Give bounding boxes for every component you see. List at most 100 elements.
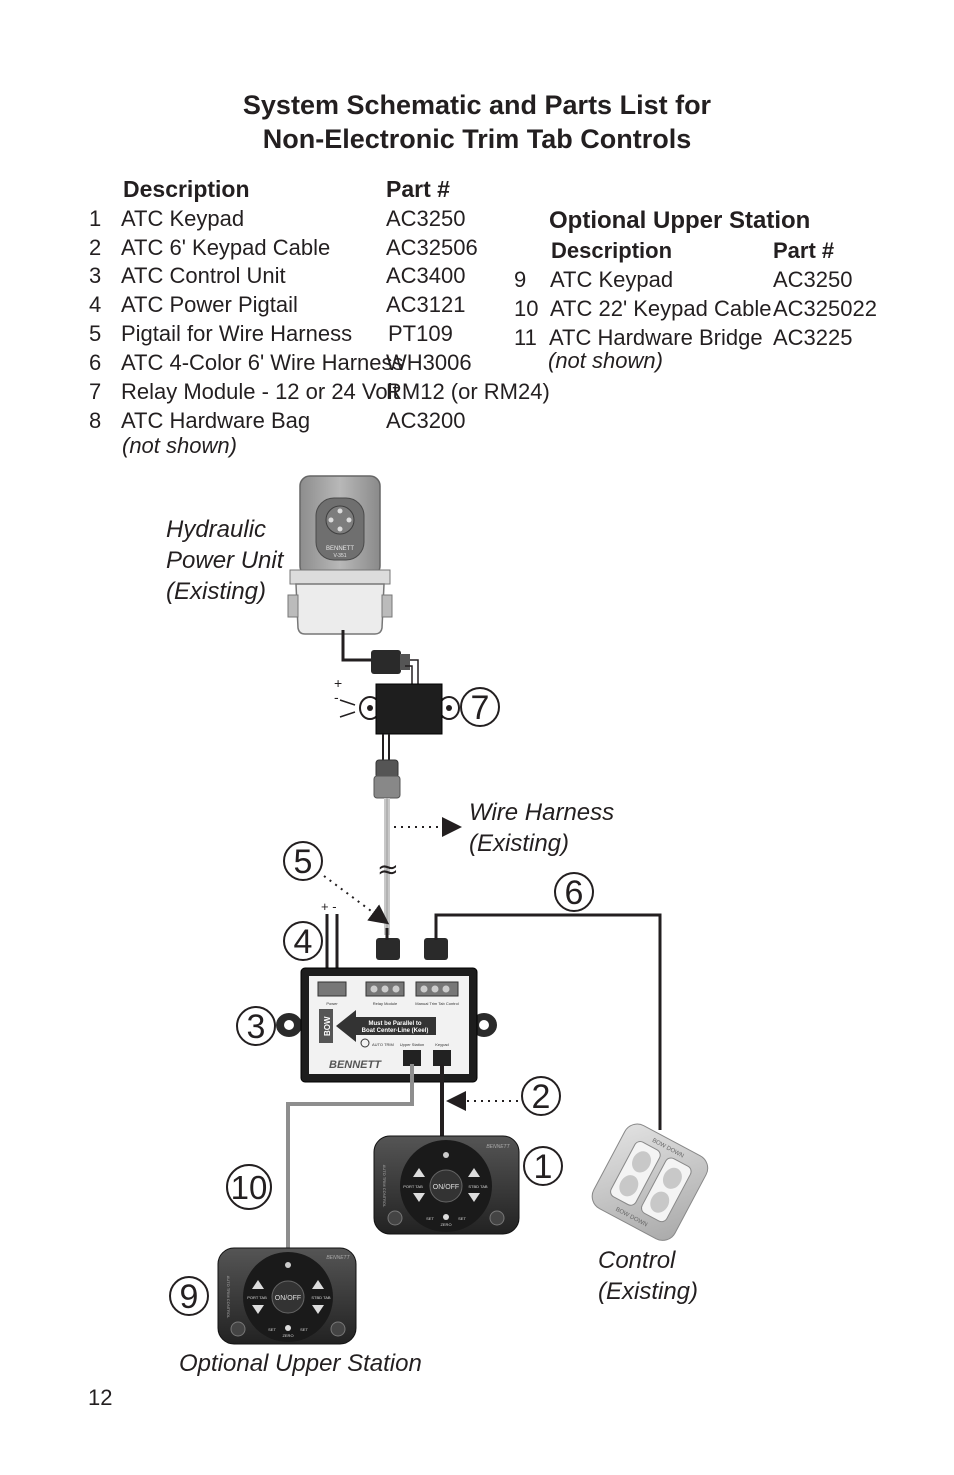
relay-connector [371, 650, 410, 674]
upper-station-label: Optional Upper Station [179, 1350, 422, 1377]
page-number: 12 [88, 1385, 113, 1410]
svg-text:4: 4 [294, 923, 313, 961]
part-number: WH3006 [386, 350, 472, 375]
part-description: ATC Hardware Bag [121, 408, 311, 433]
control-unit: Power Relay Module Manual Trim Tab Contr… [276, 967, 497, 1083]
part-number: RM12 (or RM24) [386, 379, 550, 404]
power-plus-minus: + - [321, 899, 337, 914]
pigtail-connector [376, 938, 448, 960]
wire-harness-label: Wire Harness (Existing) [469, 799, 615, 857]
callout-6: 6 [554, 872, 594, 912]
svg-text:AUTO TRIM: AUTO TRIM [372, 1042, 394, 1047]
svg-text:ZERO: ZERO [282, 1333, 293, 1338]
control-label: Control (Existing) [598, 1247, 699, 1305]
part-number: AC3250 [386, 206, 466, 231]
part-number: AC3121 [386, 292, 466, 317]
svg-text:BENNETT: BENNETT [329, 1059, 382, 1071]
callout-9: 9 [169, 1276, 209, 1316]
svg-text:2: 2 [532, 1078, 551, 1116]
part-description: ATC Power Pigtail [121, 292, 298, 317]
svg-text:Power: Power [326, 1001, 338, 1006]
svg-text:SET: SET [300, 1327, 308, 1332]
part-num: 8 [89, 408, 102, 433]
callout-10: 10 [226, 1164, 272, 1210]
break-symbol: ≈ [377, 855, 399, 885]
svg-text:7: 7 [471, 689, 490, 727]
callout-2: 2 [521, 1076, 561, 1116]
optional-title: Optional Upper Station [549, 207, 811, 234]
part-number: AC3250 [773, 267, 853, 292]
svg-text:ON/OFF: ON/OFF [433, 1184, 459, 1191]
optional-description-header: Description [551, 238, 673, 263]
part-description: ATC 22' Keypad Cable [550, 296, 772, 321]
part-number: AC32506 [386, 235, 478, 260]
part-num: 7 [89, 379, 102, 404]
page-title-line2: Non-Electronic Trim Tab Controls [262, 124, 692, 154]
callout-3: 3 [236, 1006, 276, 1046]
svg-text:Must be Parallel to: Must be Parallel to [368, 1021, 421, 1027]
part-num: 9 [514, 267, 527, 292]
svg-text:AUTO TRIM CONTROL: AUTO TRIM CONTROL [226, 1276, 231, 1319]
part-number: PT109 [388, 321, 453, 346]
svg-text:V-351: V-351 [333, 553, 346, 559]
part-num: 3 [89, 263, 102, 288]
svg-text:SET: SET [426, 1216, 434, 1221]
part-number: AC3400 [386, 263, 466, 288]
svg-text:BENNETT: BENNETT [326, 546, 354, 552]
svg-text:AUTO TRIM CONTROL: AUTO TRIM CONTROL [382, 1165, 387, 1208]
svg-text:PORT TAB: PORT TAB [403, 1184, 423, 1189]
svg-text:Relay Module: Relay Module [373, 1001, 398, 1006]
part-num: 6 [89, 350, 102, 375]
part-description: ATC 4-Color 6' Wire Harness [121, 350, 404, 375]
callout-5: 5 [283, 841, 323, 881]
hpu-label: Hydraulic Power Unit (Existing) [166, 516, 284, 605]
svg-text:Upper Station: Upper Station [400, 1042, 424, 1047]
part-description: ATC Control Unit [121, 263, 286, 288]
part-number: AC325022 [773, 296, 877, 321]
harness-wire-6 [434, 913, 662, 1130]
not-shown-note: (not shown) [122, 433, 237, 458]
svg-text:ZERO: ZERO [440, 1222, 451, 1227]
relay-minus: - [334, 689, 339, 705]
relay-plus: + [334, 675, 342, 691]
hydraulic-power-unit: BENNETT V-351 [287, 475, 393, 635]
svg-text:10: 10 [231, 1169, 268, 1206]
svg-text:ON/OFF: ON/OFF [275, 1295, 301, 1302]
part-description: ATC Hardware Bridge [549, 325, 763, 350]
not-shown-note: (not shown) [548, 348, 663, 373]
svg-text:BENNETT: BENNETT [326, 1255, 350, 1261]
part-number: AC3225 [773, 325, 853, 350]
svg-text:PORT TAB: PORT TAB [247, 1295, 267, 1300]
svg-text:STBD TAB: STBD TAB [468, 1184, 488, 1189]
optional-part-header: Part # [773, 238, 835, 263]
svg-text:SET: SET [458, 1216, 466, 1221]
callout-1: 1 [523, 1146, 563, 1186]
svg-text:9: 9 [180, 1278, 199, 1316]
part-num: 2 [89, 235, 102, 260]
description-header: Description [123, 176, 250, 202]
part-description: ATC Keypad [121, 206, 245, 231]
part-description: Pigtail for Wire Harness [121, 321, 353, 346]
part-description: ATC Keypad [550, 267, 674, 292]
part-description: Relay Module - 12 or 24 Volt [121, 379, 399, 404]
svg-text:SET: SET [268, 1327, 276, 1332]
svg-text:BOW: BOW [323, 1016, 332, 1036]
svg-text:Manual Trim Tab Control: Manual Trim Tab Control [415, 1001, 459, 1006]
svg-text:1: 1 [534, 1148, 553, 1186]
relay-module [339, 683, 460, 735]
part-number: AC3200 [386, 408, 466, 433]
callout-4: 4 [283, 921, 323, 961]
page-title-line1: System Schematic and Parts List for [242, 90, 712, 120]
rocker-switch-control: BOW DOWN BOW DOWN [591, 1123, 709, 1241]
part-num: 5 [89, 321, 102, 346]
svg-text:BENNETT: BENNETT [486, 1144, 510, 1150]
part-num: 1 [89, 206, 102, 231]
part-num: 11 [514, 325, 537, 350]
keypad-cable-10 [286, 1064, 414, 1256]
svg-text:3: 3 [247, 1008, 266, 1046]
svg-text:Boat Center-Line (Keel): Boat Center-Line (Keel) [362, 1028, 429, 1034]
part-number-header: Part # [386, 176, 450, 202]
svg-text:STBD TAB: STBD TAB [311, 1295, 331, 1300]
pigtail-arrow [323, 875, 390, 925]
svg-text:5: 5 [294, 843, 313, 881]
